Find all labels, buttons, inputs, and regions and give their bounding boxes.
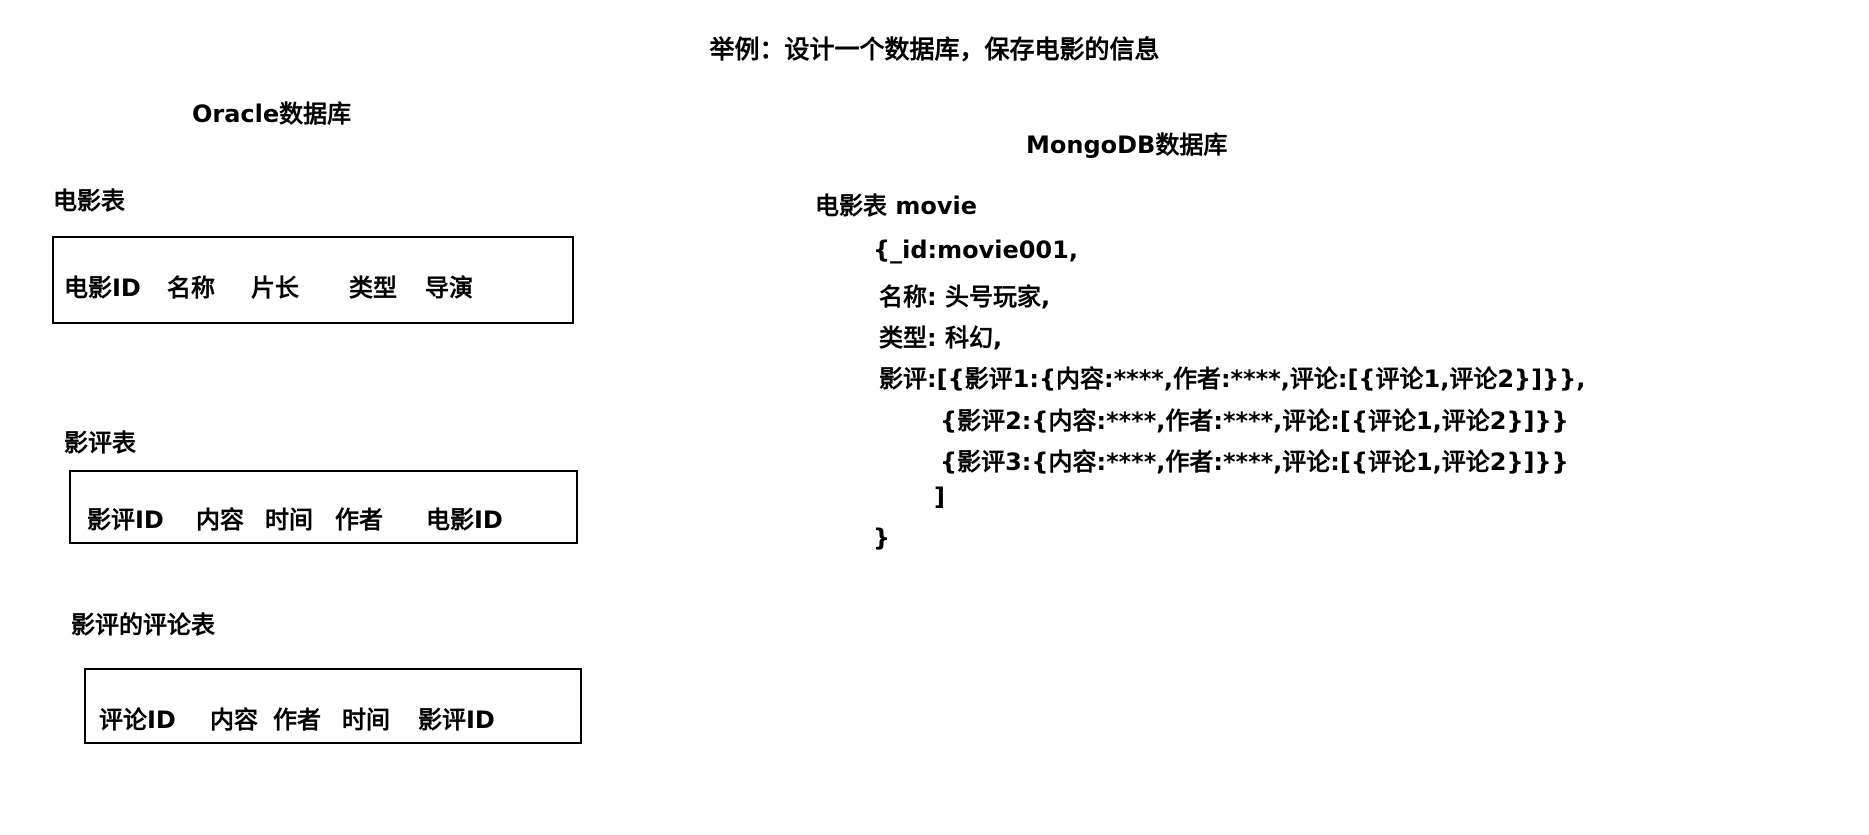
document-line: 名称: 头号玩家, (879, 283, 1051, 311)
table-column: 时间 (265, 506, 313, 534)
movie-table-name: 电影表 (53, 187, 125, 215)
table-column: 作者 (273, 706, 321, 734)
movie-table-box: 电影ID 名称 片长 类型 导演 (52, 236, 574, 324)
document-line: ] (934, 483, 945, 511)
page-title: 举例：设计一个数据库，保存电影的信息 (709, 35, 1160, 64)
table-column: 内容 (196, 506, 244, 534)
document-line: } (873, 524, 891, 552)
comment-table-name: 影评的评论表 (71, 611, 215, 639)
table-column: 片长 (251, 274, 299, 302)
document-line: {影评3:{内容:****,作者:****,评论:[{评论1,评论2}]}} (940, 448, 1569, 476)
document-line: {影评2:{内容:****,作者:****,评论:[{评论1,评论2}]}} (940, 407, 1569, 435)
review-table-name: 影评表 (64, 429, 136, 457)
table-column: 类型 (349, 274, 397, 302)
table-column: 评论ID (99, 706, 176, 734)
review-table-box: 影评ID 内容 时间 作者 电影ID (69, 470, 578, 544)
table-column: 时间 (342, 706, 390, 734)
table-column: 电影ID (426, 506, 503, 534)
table-column: 电影ID (64, 274, 141, 302)
table-column: 名称 (167, 274, 215, 302)
table-column: 导演 (425, 274, 473, 302)
mongodb-collection-label: 电影表 movie (815, 192, 977, 220)
document-line: 影评:[{影评1:{内容:****,作者:****,评论:[{评论1,评论2}]… (879, 365, 1586, 393)
mongodb-heading: MongoDB数据库 (1026, 131, 1228, 159)
oracle-heading: Oracle数据库 (192, 100, 352, 128)
table-column: 影评ID (87, 506, 164, 534)
document-line: 类型: 科幻, (879, 324, 1003, 352)
comment-table-box: 评论ID 内容 作者 时间 影评ID (84, 668, 582, 744)
table-column: 内容 (210, 706, 258, 734)
document-line: {_id:movie001, (873, 236, 1078, 264)
table-column: 作者 (335, 506, 383, 534)
table-column: 影评ID (418, 706, 495, 734)
